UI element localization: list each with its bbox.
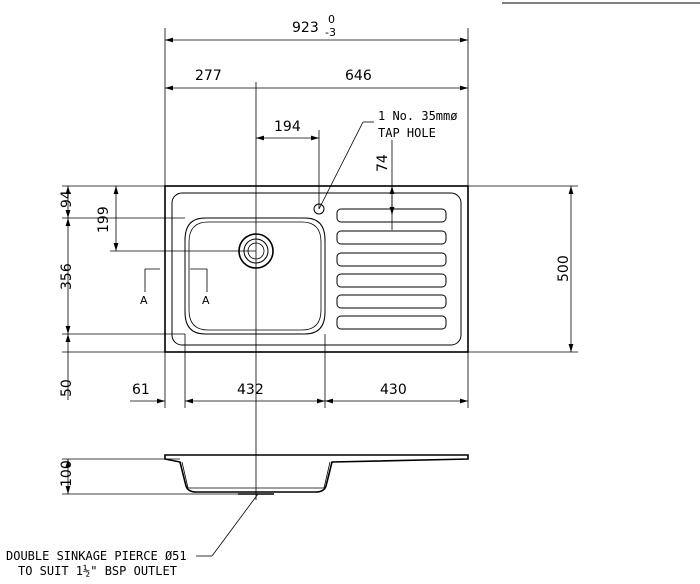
- tolerance-lower-label: -3: [325, 26, 336, 39]
- sink-flange: [171, 192, 462, 346]
- bottom-dimensions: 61 432 430: [130, 334, 469, 408]
- top-margin-label: 94: [59, 190, 75, 208]
- bowl-height-label: 356: [59, 263, 75, 290]
- plan-view: [164, 82, 469, 500]
- overall-height-label: 500: [556, 255, 572, 282]
- section-a-right-label: A: [202, 294, 210, 307]
- section-a-left-label: A: [140, 294, 148, 307]
- tap-hole-note-line1: 1 No. 35mmø: [378, 109, 457, 123]
- bowl-width-label: 432: [237, 382, 264, 398]
- bottom-margin-label: 50: [59, 379, 75, 397]
- tap-offset-label: 194: [274, 119, 301, 135]
- right-dimension: 500: [468, 185, 578, 353]
- bowl-inner-outline: [188, 221, 322, 331]
- left-dimensions: 94 199 356 50: [59, 185, 256, 400]
- outlet-note-line2: TO SUIT 1½" BSP OUTLET: [18, 564, 177, 578]
- overall-width-label: 923: [292, 20, 319, 36]
- depth-label: 100: [59, 460, 75, 487]
- sink-outline: [164, 185, 469, 353]
- tap-from-top-label: 74: [375, 154, 391, 172]
- left-to-center-label: 277: [195, 68, 222, 84]
- sink-section-profile: [164, 454, 469, 493]
- drainer-width-label: 430: [380, 382, 407, 398]
- center-to-right-label: 646: [345, 68, 372, 84]
- waste-from-top-label: 199: [96, 206, 112, 233]
- bowl-outline: [184, 217, 326, 335]
- outlet-note-line1: DOUBLE SINKAGE PIERCE Ø51: [6, 549, 187, 563]
- drainer-grooves: [336, 208, 447, 330]
- side-section-view: 100 DOUBLE SINKAGE PIERCE Ø51 TO SUIT 1½…: [6, 454, 469, 578]
- tolerance-upper-label: 0: [328, 13, 335, 26]
- section-markers: A A: [140, 268, 210, 307]
- top-dimensions: 923 0 -3 277 646 194 74 1 No. 35mmø TAP …: [164, 13, 469, 230]
- tap-hole-note-line2: TAP HOLE: [378, 126, 436, 140]
- left-margin-label: 61: [132, 382, 150, 398]
